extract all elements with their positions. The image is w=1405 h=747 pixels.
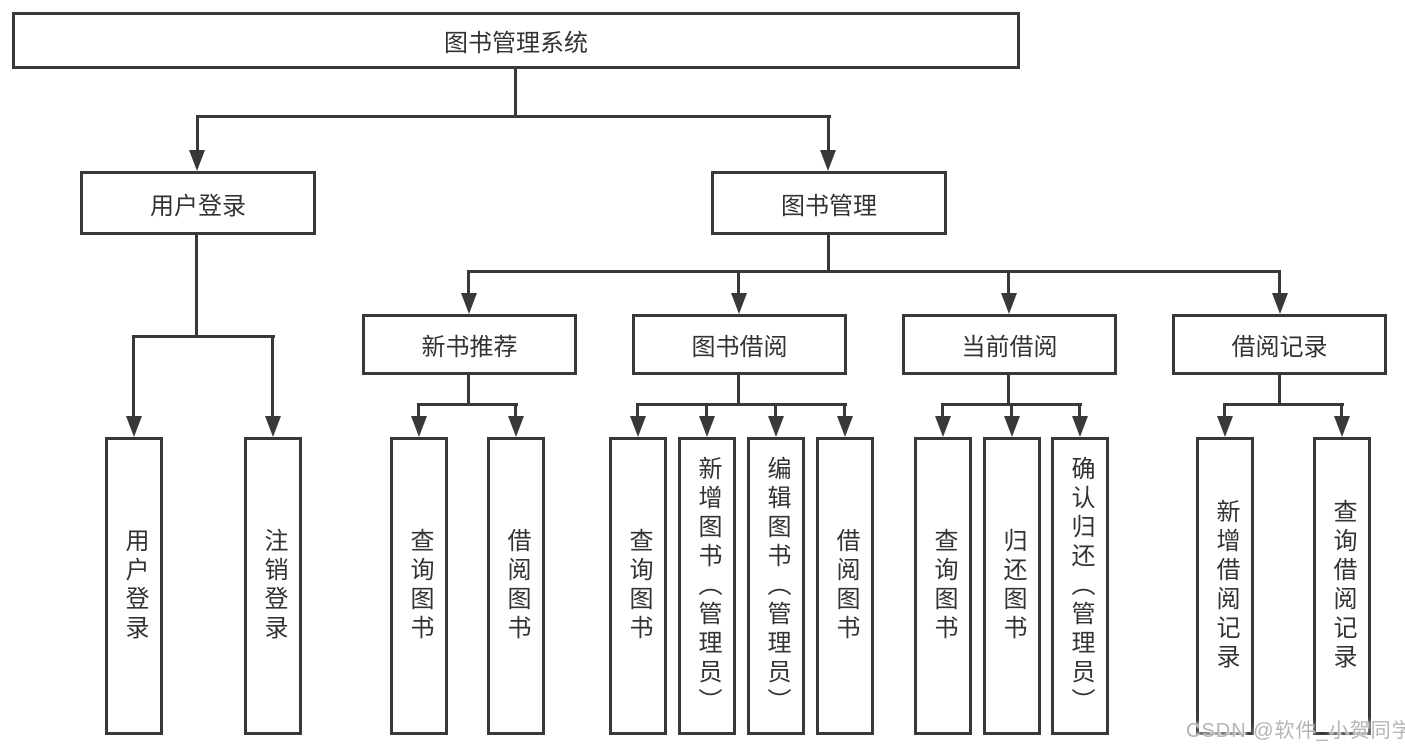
leaf-query-books-3: 查询图书 xyxy=(914,437,972,735)
leaf-label: 借阅图书 xyxy=(503,528,530,644)
connector-g5-stem-1 xyxy=(1223,403,1226,419)
connector-g3-hline xyxy=(636,403,847,406)
node-new-book-recommend: 新书推荐 xyxy=(362,314,577,375)
leaf-label: 归还图书 xyxy=(999,528,1026,644)
connector-login-hline xyxy=(132,335,275,338)
leaf-borrow-books-1: 借阅图书 xyxy=(487,437,545,735)
arrowhead-mgmt xyxy=(820,150,836,171)
connector-g5-down xyxy=(1278,375,1281,405)
connector-login-stem xyxy=(196,115,199,151)
connector-g3-stem-1 xyxy=(636,403,639,419)
connector-l3-stem-4 xyxy=(1278,270,1281,295)
connector-g2-hline xyxy=(417,403,518,406)
connector-root-hline xyxy=(196,115,831,118)
leaf-edit-book-admin: 编辑图书（管理员） xyxy=(747,437,805,735)
connector-mgmt-down xyxy=(827,235,830,273)
arrowhead-g3-1 xyxy=(630,416,646,437)
leaf-label: 新增借阅记录 xyxy=(1212,499,1239,673)
node-borrow-records: 借阅记录 xyxy=(1172,314,1387,375)
node-current-borrow: 当前借阅 xyxy=(902,314,1117,375)
leaf-query-books-1: 查询图书 xyxy=(390,437,448,735)
node-root: 图书管理系统 xyxy=(12,12,1020,69)
arrowhead-g3-3 xyxy=(768,416,784,437)
connector-g4-down xyxy=(1007,375,1010,405)
leaf-label: 借阅图书 xyxy=(832,528,859,644)
connector-g3-down xyxy=(737,375,740,405)
leaf-label: 用户登录 xyxy=(121,528,148,644)
arrowhead-login-child1 xyxy=(126,416,142,437)
arrowhead-g4-1 xyxy=(935,416,951,437)
connector-l3-stem-1 xyxy=(467,270,470,295)
leaf-label: 查询图书 xyxy=(406,528,433,644)
connector-g4-stem-3 xyxy=(1078,403,1081,419)
leaf-add-book-admin: 新增图书（管理员） xyxy=(678,437,736,735)
leaf-label: 查询图书 xyxy=(625,528,652,644)
connector-mgmt-stem xyxy=(827,115,830,151)
connector-g3-stem-3 xyxy=(774,403,777,419)
arrowhead-g5-1 xyxy=(1217,416,1233,437)
node-book-mgmt: 图书管理 xyxy=(711,171,947,235)
arrowhead-g3-4 xyxy=(837,416,853,437)
watermark: CSDN @软件_小贺同学 xyxy=(1186,720,1405,742)
connector-g4-stem-2 xyxy=(1010,403,1013,419)
leaf-label: 注销登录 xyxy=(260,528,287,644)
arrowhead-g3-2 xyxy=(699,416,715,437)
leaf-label: 查询借阅记录 xyxy=(1329,499,1356,673)
leaf-label: 查询图书 xyxy=(930,528,957,644)
leaf-logout: 注销登录 xyxy=(244,437,302,735)
connector-g3-stem-4 xyxy=(843,403,846,419)
arrowhead-l3-1 xyxy=(461,293,477,314)
arrowhead-g4-3 xyxy=(1072,416,1088,437)
connector-login-child1-stem xyxy=(132,335,135,419)
node-book-borrow: 图书借阅 xyxy=(632,314,847,375)
connector-g2-stem-1 xyxy=(417,403,420,419)
arrowhead-l3-2 xyxy=(731,293,747,314)
connector-g5-stem-2 xyxy=(1340,403,1343,419)
arrowhead-l3-3 xyxy=(1001,293,1017,314)
connector-l3-stem-2 xyxy=(737,270,740,295)
connector-login-down xyxy=(195,235,198,337)
connector-g3-stem-2 xyxy=(705,403,708,419)
leaf-query-books-2: 查询图书 xyxy=(609,437,667,735)
connector-g4-stem-1 xyxy=(941,403,944,419)
arrowhead-g5-2 xyxy=(1334,416,1350,437)
connector-login-child2-stem xyxy=(271,335,274,419)
connector-g5-hline xyxy=(1223,403,1344,406)
connector-mgmt-hline xyxy=(467,270,1281,273)
leaf-label: 确认归还（管理员） xyxy=(1067,455,1094,717)
arrowhead-g2-2 xyxy=(508,416,524,437)
connector-l3-stem-3 xyxy=(1007,270,1010,295)
leaf-borrow-books-2: 借阅图书 xyxy=(816,437,874,735)
arrowhead-login xyxy=(189,150,205,171)
arrowhead-g2-1 xyxy=(411,416,427,437)
leaf-user-login: 用户登录 xyxy=(105,437,163,735)
leaf-label: 新增图书（管理员） xyxy=(694,455,721,717)
leaf-query-borrow-record: 查询借阅记录 xyxy=(1313,437,1371,735)
leaf-confirm-return-admin: 确认归还（管理员） xyxy=(1051,437,1109,735)
arrowhead-g4-2 xyxy=(1004,416,1020,437)
connector-g2-stem-2 xyxy=(514,403,517,419)
node-user-login: 用户登录 xyxy=(80,171,316,235)
leaf-return-book: 归还图书 xyxy=(983,437,1041,735)
connector-g2-down xyxy=(467,375,470,405)
arrowhead-l3-4 xyxy=(1272,293,1288,314)
connector-root-stem xyxy=(514,68,517,118)
arrowhead-login-child2 xyxy=(265,416,281,437)
leaf-label: 编辑图书（管理员） xyxy=(763,455,790,717)
leaf-add-borrow-record: 新增借阅记录 xyxy=(1196,437,1254,735)
